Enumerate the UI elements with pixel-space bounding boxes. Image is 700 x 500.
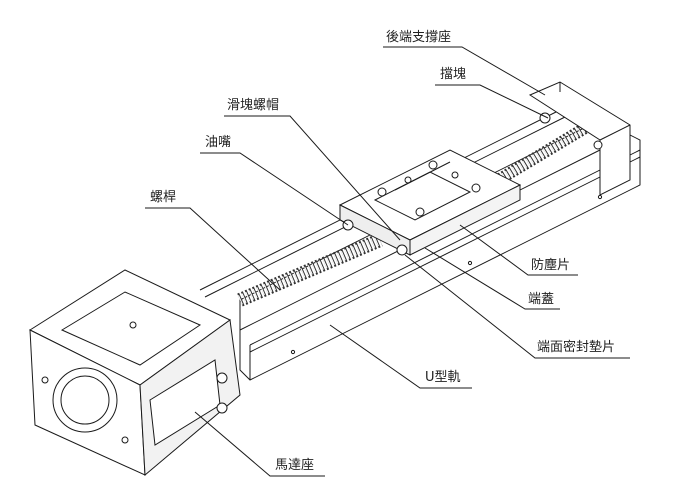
label-stopper: 擋塊 (440, 67, 467, 82)
slider-block (338, 149, 522, 256)
label-motor-seat: 馬達座 (275, 458, 315, 473)
label-screw: 螺桿 (150, 190, 177, 205)
leader-lines (145, 46, 630, 477)
label-dust-cover: 防塵片 (531, 258, 571, 273)
label-end-cap: 端蓋 (528, 292, 555, 307)
label-u-rail: U型軌 (425, 370, 461, 385)
label-rear-support: 後端支撐座 (386, 30, 452, 45)
label-grease-nipple: 油嘴 (205, 135, 232, 150)
label-slider-nut: 滑塊螺帽 (227, 98, 280, 113)
screw (237, 122, 589, 307)
label-end-seal: 端面密封墊片 (537, 340, 616, 355)
motor-seat (28, 269, 241, 477)
